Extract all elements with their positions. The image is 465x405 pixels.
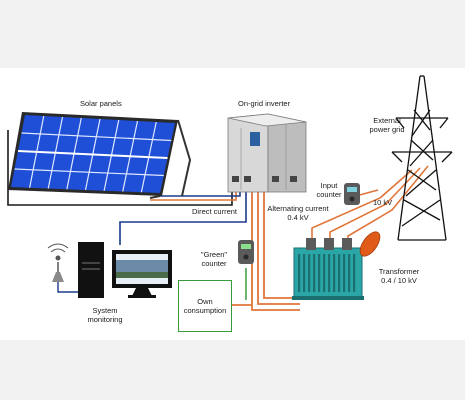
bottom-margin <box>0 340 465 400</box>
transformer-fin <box>333 254 336 292</box>
top-margin <box>0 0 465 68</box>
panel-cells <box>14 115 172 193</box>
label-input-counter-line2: counter <box>316 190 342 199</box>
transformer-fin <box>298 254 301 292</box>
label-own-consumption: Own consumption <box>184 297 227 315</box>
label-system-monitoring: System monitoring <box>80 306 130 324</box>
transformer-fin <box>313 254 316 292</box>
panel-grid-line <box>14 168 164 177</box>
green-counter <box>238 240 254 264</box>
ac-wires <box>232 190 300 311</box>
label-direct-current: Direct current <box>192 207 238 216</box>
label-ac-line2: 0.4 kV <box>287 213 309 222</box>
label-own-consumption-line1: Own <box>197 297 213 306</box>
label-input-counter-line1: Input <box>320 181 338 190</box>
on-grid-inverter <box>227 113 307 193</box>
transformer-fin <box>323 254 326 292</box>
panel-grid-line <box>21 132 172 142</box>
label-green-counter-line1: "Green" <box>200 250 228 259</box>
label-input-counter: Input counter <box>314 181 344 199</box>
label-system-monitoring-line2: monitoring <box>87 315 123 324</box>
input-counter <box>344 183 360 205</box>
label-ac-line1: Alternating current <box>267 204 329 213</box>
transformer-fin <box>338 254 341 292</box>
transformer <box>292 231 381 300</box>
inverter-display <box>250 132 260 146</box>
label-transformer-line1: Transformer <box>378 267 420 276</box>
power-tower <box>391 75 453 241</box>
own-consumption-box: Own consumption <box>178 280 232 332</box>
transformer-fin <box>303 254 306 292</box>
transformer-fin <box>348 254 351 292</box>
label-alternating-current: Alternating current 0.4 kV <box>262 204 334 222</box>
transformer-fin <box>343 254 346 292</box>
label-transformer-line2: 0.4 / 10 kV <box>381 276 417 285</box>
transformer-fin <box>318 254 321 292</box>
transformer-fin <box>308 254 311 292</box>
label-solar-panels: Solar panels <box>80 99 122 108</box>
panel-grid-line <box>17 150 168 159</box>
transformer-fin <box>328 254 331 292</box>
transformer-fins <box>298 254 356 292</box>
monitoring-cable <box>119 190 247 245</box>
solar-panel-array <box>8 112 192 199</box>
label-own-consumption-line2: consumption <box>183 306 227 315</box>
monitoring-computer <box>47 242 172 298</box>
label-green-counter-line2: counter <box>201 259 227 268</box>
label-external-grid-line2: power grid <box>369 125 405 134</box>
label-10kv: 10 kV <box>373 198 393 207</box>
label-system-monitoring-line1: System <box>92 306 118 315</box>
transformer-fin <box>353 254 356 292</box>
label-inverter: On-grid inverter <box>238 99 291 108</box>
label-external-grid-line1: External <box>373 116 401 125</box>
transformer-bushing <box>359 231 381 257</box>
label-green-counter: "Green" counter <box>196 250 232 268</box>
label-transformer: Transformer 0.4 / 10 kV <box>372 267 426 285</box>
antenna-icon <box>47 243 69 282</box>
label-external-grid: External power grid <box>362 116 412 134</box>
